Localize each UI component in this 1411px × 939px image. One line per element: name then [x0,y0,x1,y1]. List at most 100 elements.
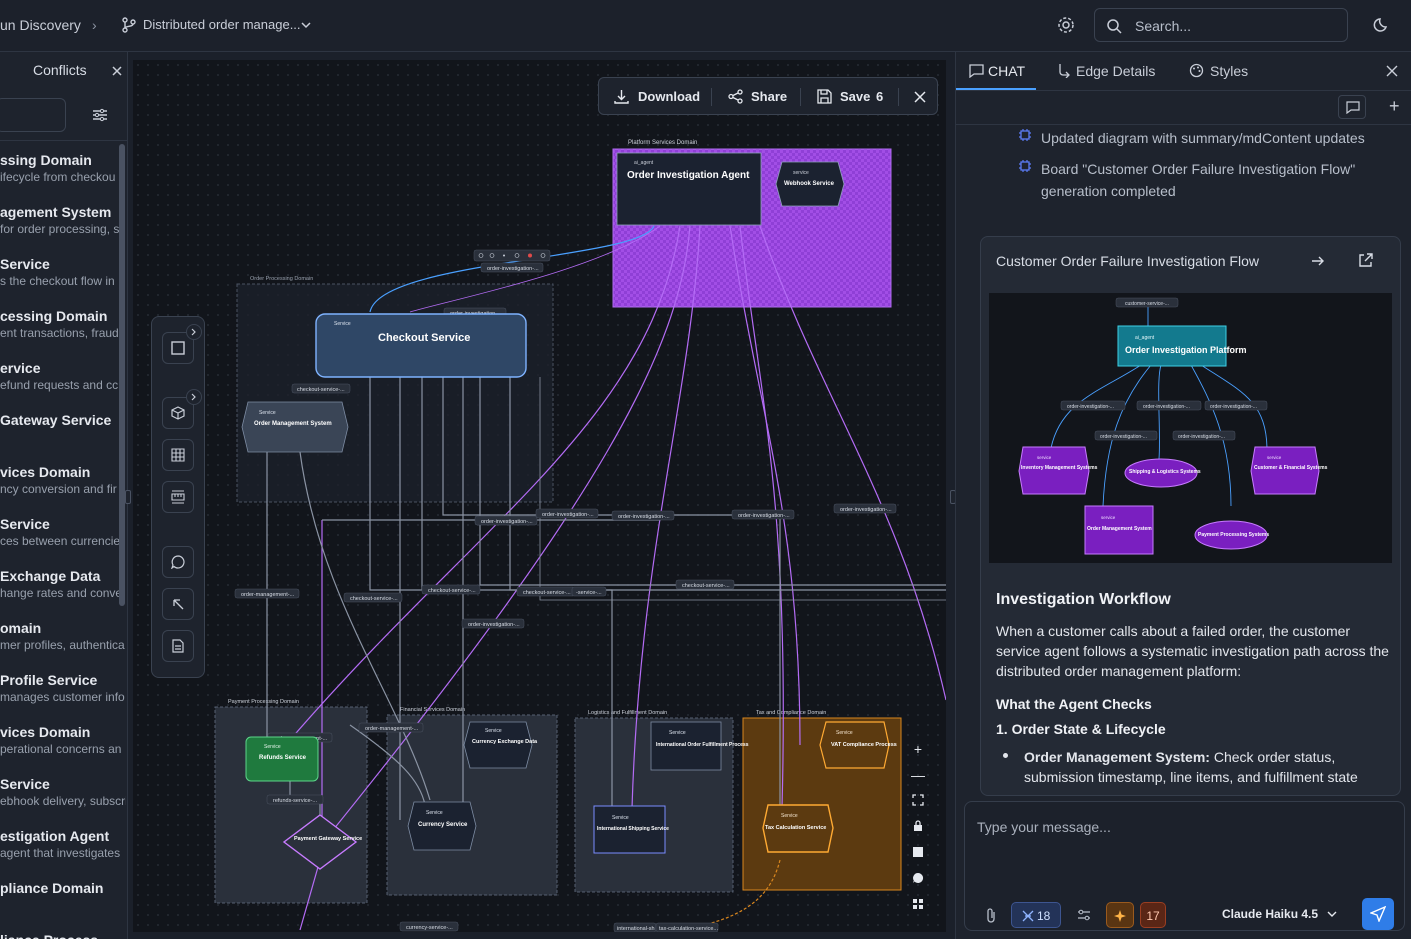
board-title[interactable]: Customer Order Failure Investigation Flo… [996,253,1259,269]
filter-settings-icon[interactable] [92,107,108,123]
settings-sliders-icon[interactable] [1077,908,1091,922]
conflicts-filter-input[interactable] [0,98,66,132]
edge[interactable] [540,377,946,600]
expand-components-button[interactable] [186,389,202,405]
add-button[interactable]: + [1389,96,1400,117]
conflict-item[interactable]: estigation Agentagent that investigates [0,828,126,860]
conflict-item[interactable]: Profile Servicemanages customer info [0,672,126,704]
comment-button[interactable] [906,867,930,891]
edge-label[interactable]: order-investigation-... [536,509,598,518]
download-button[interactable]: Download [638,89,700,104]
conflict-title: liance Process [0,932,126,939]
edge-label[interactable]: order-management-... [235,589,299,598]
new-thread-button[interactable] [1338,95,1366,119]
edge-label[interactable]: order-management-... [359,723,423,732]
node-vat-compliance-process[interactable]: Service VAT Compliance Process [820,722,897,768]
edge-label[interactable]: checkout-service-... [422,585,480,594]
expand-tools-button[interactable] [186,324,202,340]
model-selector[interactable]: Claude Haiku 4.5 [1222,907,1318,921]
edge-label[interactable]: checkout-service-... [344,593,402,602]
timeline-tool[interactable] [162,481,194,513]
zoom-in-button[interactable]: + [906,737,930,761]
node-international-order-fulfillment[interactable]: Service International Order Fulfillment … [651,722,749,770]
gear-icon[interactable] [1057,16,1075,34]
node-currency-exchange-data[interactable]: Service Currency Exchange Data [464,722,538,768]
edge-label[interactable]: refunds-service-... [267,795,323,804]
conflict-item[interactable]: liance Process [0,932,126,939]
message-input[interactable]: Type your message... [977,819,1111,835]
node-checkout-service[interactable]: Service Checkout Service [316,314,526,377]
diagram-canvas[interactable]: Platform Services Domain Order Processin… [133,60,946,932]
conflict-item[interactable]: Gateway Service [0,412,126,430]
conflict-item[interactable]: agement System for order processing, s [0,204,126,236]
edge-label[interactable]: checkout-service-... [517,587,575,596]
conflict-item[interactable]: Serviceces between currencie [0,516,126,548]
search-input[interactable]: Search... [1135,18,1191,34]
save-button[interactable]: Save [840,89,870,104]
breadcrumb-project[interactable]: un Discovery [0,17,81,33]
tab-styles[interactable]: Styles [1210,63,1248,79]
edge-label[interactable]: order-investigation-... [462,619,524,628]
zoom-out-button[interactable]: — [906,763,930,787]
tab-chat[interactable]: CHAT [988,63,1025,79]
table-tool[interactable] [162,439,194,471]
conflict-item[interactable]: Exchange Datahange rates and conve [0,568,126,600]
fit-view-button[interactable] [906,789,930,813]
edge-label[interactable]: order-investigation-... [481,263,543,272]
edge-label[interactable]: order-investigation-... [612,511,674,520]
node-refunds-service[interactable]: Service Refunds Service [246,737,318,781]
pointer-tool[interactable] [162,588,194,620]
edge-toolbar[interactable] [474,250,550,261]
external-link-icon[interactable] [1358,253,1373,268]
conflict-item[interactable]: Serviceebhook delivery, subscri [0,776,126,808]
node-currency-service[interactable]: Service Currency Service [408,802,476,850]
conflict-item[interactable]: Services the checkout flow in [0,256,126,288]
share-button[interactable]: Share [751,89,787,104]
conflict-item[interactable]: cessing Domainent transactions, fraud [0,308,126,340]
edge-label[interactable]: tax-calculation-service... [656,923,718,932]
paperclip-icon[interactable] [985,907,997,923]
sparkle-button[interactable] [1106,902,1134,928]
edge-label[interactable]: checkout-service-... [676,580,734,589]
scrollbar[interactable] [119,144,125,606]
edge-label[interactable]: order-investigation-... [732,510,794,519]
chevron-down-icon[interactable] [300,19,312,31]
board-thumbnail[interactable]: customer-service-... order-investigation… [989,293,1392,563]
conflict-subtitle: perational concerns an [0,742,126,756]
theme-toggle-icon[interactable] [1373,16,1391,34]
branch-name[interactable]: Distributed order manage... [143,17,301,32]
node-international-shipping-service[interactable]: Service International Shipping Service [594,806,669,853]
minimap-button[interactable] [906,893,930,917]
edge-label[interactable]: order-investigation-... [834,504,896,513]
node-order-investigation-agent[interactable]: ai_agent Order Investigation Agent [617,153,761,225]
edge-label[interactable]: currency-service-... [400,922,458,931]
search-box[interactable]: Search... [1094,8,1348,42]
edge-label[interactable]: international-sh [614,923,656,932]
lock-button[interactable] [906,815,930,839]
conflict-item[interactable]: pliance Domain [0,880,126,898]
tab-edge-details[interactable]: Edge Details [1076,63,1155,79]
document-tool[interactable] [162,630,194,662]
send-button[interactable] [1362,898,1394,930]
arrow-right-icon[interactable] [1311,254,1325,268]
conflict-item[interactable]: ssing Domainifecycle from checkou [0,152,126,184]
tools-chip[interactable]: 18 [1011,902,1061,928]
edge-label[interactable]: -service-... [572,587,606,596]
conflict-item[interactable]: omainmer profiles, authentica [0,620,126,652]
conflict-item[interactable]: vices Domainncy conversion and fir [0,464,126,496]
node-order-management-system[interactable]: Service Order Management System [242,402,348,452]
close-icon[interactable] [914,91,926,103]
node-webhook-service[interactable]: service Webhook Service [776,162,844,206]
conflict-item[interactable]: vices Domainperational concerns an [0,724,126,756]
comment-tool[interactable] [162,546,194,578]
left-resize-handle[interactable] [125,490,131,504]
close-icon[interactable] [111,65,123,77]
chevron-down-icon[interactable] [1327,909,1337,919]
conflict-item[interactable]: erviceefund requests and cc [0,360,126,392]
node-tax-calculation-service[interactable]: Service Tax Calculation Service [763,805,833,852]
edge-label[interactable]: order-investigation-... [475,516,537,525]
select-button[interactable] [906,841,930,865]
edge-label[interactable]: checkout-service-... [292,384,350,393]
count-badge[interactable]: 17 [1140,902,1166,928]
close-icon[interactable] [1386,65,1398,77]
